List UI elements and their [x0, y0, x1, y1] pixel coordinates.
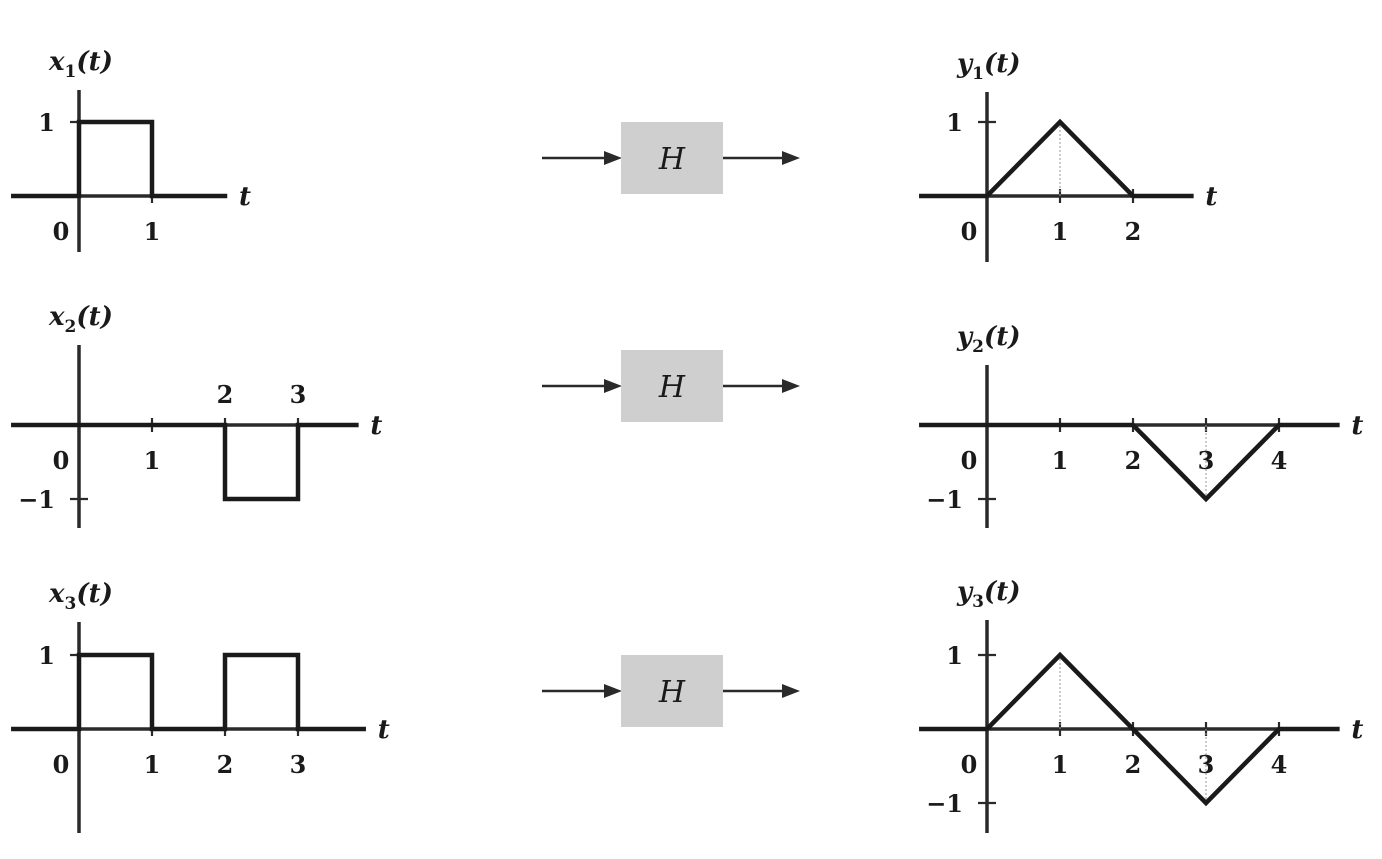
row-2-output-y-tick-label: −1	[926, 485, 963, 514]
row-2-output-x-tick-label: 2	[1125, 446, 1142, 475]
system-block-label: H	[658, 370, 686, 405]
output-arrow-head	[782, 379, 800, 393]
row-2-output-label-subscript: 2	[972, 337, 984, 357]
row-1-output-label-base: y	[956, 49, 974, 79]
input-arrow-head	[604, 151, 622, 165]
row-3-output-x-tick-label: 3	[1198, 750, 1215, 779]
row-3-input-label-base: x	[48, 579, 65, 609]
row-3-output-label-argument: (t)	[984, 577, 1021, 607]
system-block-row-2: H	[542, 350, 800, 422]
row-2-input-label-argument: (t)	[76, 302, 113, 332]
row-2-input-x-tick-label: 1	[144, 446, 161, 475]
row-3-input-axis-variable: t	[378, 715, 390, 745]
row-2-input-function-label: x2(t)	[48, 302, 113, 337]
row-1-output-axis-variable: t	[1205, 182, 1217, 212]
row-2-output-x-tick-label: 3	[1198, 446, 1215, 475]
row-2-input-x-tick-label: 2	[217, 380, 234, 409]
system-block	[621, 122, 723, 194]
row-2-output-label-base: y	[956, 322, 974, 352]
row-3-input-x-tick-label: 0	[53, 750, 70, 779]
system-block	[621, 350, 723, 422]
row-3-output-label-subscript: 3	[972, 592, 984, 612]
row-1-output-label-subscript: 1	[972, 64, 984, 84]
row-3-output-x-tick-label: 1	[1052, 750, 1069, 779]
row-1-output-waveform	[919, 118, 1194, 199]
row-1-output-x-tick-label: 1	[1052, 217, 1069, 246]
system-block-label: H	[658, 675, 686, 710]
row-3-output-x-tick-label: 4	[1271, 750, 1288, 779]
row-1-input-label-base: x	[48, 47, 65, 77]
row-1-output-function-label: y1(t)	[956, 49, 1021, 84]
row-3-input-x-tick-label: 1	[144, 750, 161, 779]
row-1-output-x-tick-label: 0	[961, 217, 978, 246]
row-1-output-label-argument: (t)	[984, 49, 1021, 79]
row-3-output-function-label: y3(t)	[956, 577, 1021, 612]
row-3-output-y-tick-label: −1	[926, 789, 963, 818]
row-2-output-x-tick-label: 1	[1052, 446, 1069, 475]
input-arrow-head	[604, 684, 622, 698]
row-3-output-label-base: y	[956, 577, 974, 607]
system-block	[621, 655, 723, 727]
row-3-input-waveform	[11, 652, 366, 732]
row-3-input-y-tick-label: 1	[38, 641, 55, 670]
row-1-input-function-label: x1(t)	[48, 47, 113, 82]
system-block-row-3: H	[542, 655, 800, 727]
row-3-input-x-tick-label: 2	[217, 750, 234, 779]
row-1-input-label-argument: (t)	[76, 47, 113, 77]
row-3-output-waveform	[919, 651, 1340, 807]
output-arrow-head	[782, 684, 800, 698]
row-1-input-y-tick-label: 1	[38, 108, 55, 137]
row-2-input-label-base: x	[48, 302, 65, 332]
row-2-input-x-tick-label: 0	[53, 446, 70, 475]
row-2-input-label-subscript: 2	[65, 317, 77, 337]
row-3-output-y-tick-label: 1	[946, 641, 963, 670]
row-3-output-axis-variable: t	[1351, 715, 1363, 745]
row-2-input-waveform	[11, 422, 359, 502]
row-3-output-x-tick-label: 2	[1125, 750, 1142, 779]
row-2-output-function-label: y2(t)	[956, 322, 1021, 357]
row-2-input-axis-variable: t	[370, 411, 382, 441]
row-2-output-x-tick-label: 0	[961, 446, 978, 475]
row-2-output-waveform	[919, 422, 1340, 503]
system-block-label: H	[658, 142, 686, 177]
row-3-output-x-tick-label: 0	[961, 750, 978, 779]
row-1-output-y-tick-label: 1	[946, 108, 963, 137]
output-arrow-head	[782, 151, 800, 165]
row-3-input-function-label: x3(t)	[48, 579, 113, 614]
system-block-row-1: H	[542, 122, 800, 194]
row-2-input-y-tick-label: −1	[18, 485, 55, 514]
row-1-input-x-tick-label: 0	[53, 217, 70, 246]
row-1-input-waveform	[11, 119, 228, 199]
row-3-input-label-subscript: 3	[65, 594, 77, 614]
row-1-input-x-tick-label: 1	[144, 217, 161, 246]
row-1-input-label-subscript: 1	[65, 62, 77, 82]
row-2-input-x-tick-label: 3	[290, 380, 307, 409]
row-2-output-axis-variable: t	[1351, 411, 1363, 441]
row-2-output-label-argument: (t)	[984, 322, 1021, 352]
row-3-input-x-tick-label: 3	[290, 750, 307, 779]
input-arrow-head	[604, 379, 622, 393]
row-1-input-axis-variable: t	[239, 182, 251, 212]
row-3-input-label-argument: (t)	[76, 579, 113, 609]
row-2-output-x-tick-label: 4	[1271, 446, 1288, 475]
row-1-output-x-tick-label: 2	[1125, 217, 1142, 246]
